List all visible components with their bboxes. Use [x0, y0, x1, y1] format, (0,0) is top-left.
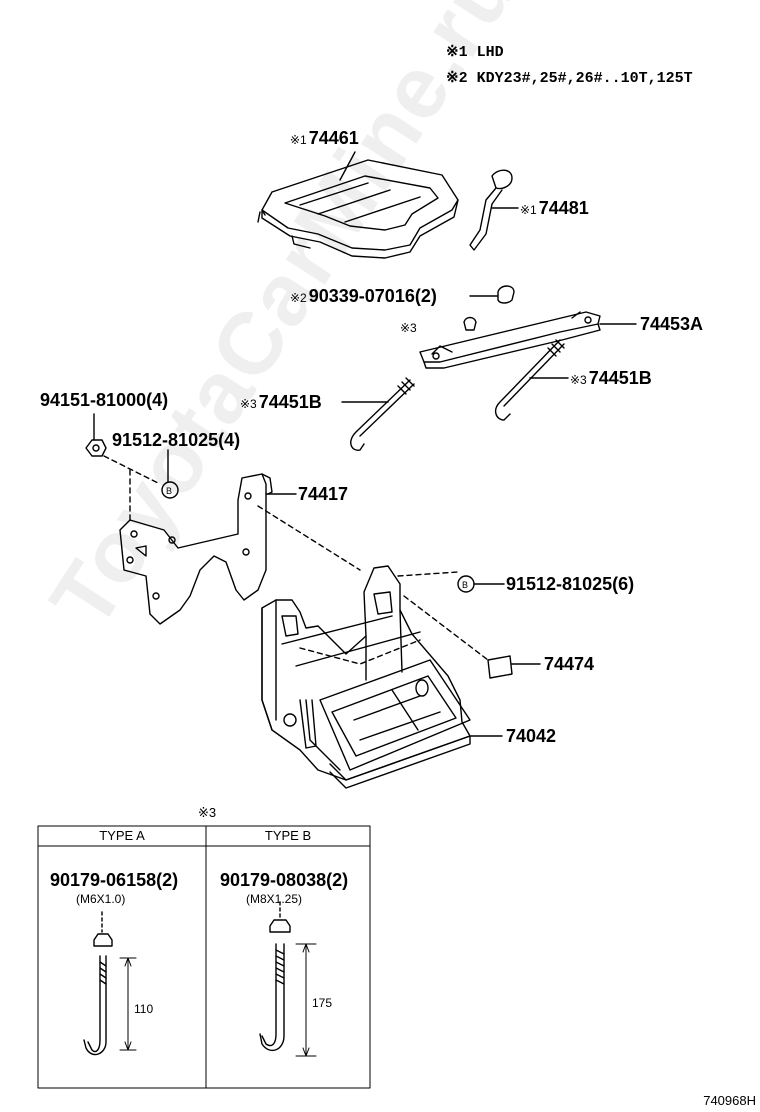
bolt-91512-6: B	[457, 575, 475, 593]
note-2: ※2 KDY23#,25#,26#..10T,125T	[446, 70, 693, 87]
callout-74042: 74042	[506, 726, 557, 746]
leader-74461	[339, 151, 356, 181]
nut-94151	[85, 439, 107, 457]
type-a-spec: (M6X1.0)	[76, 892, 126, 906]
type-a-length: 110	[134, 1002, 154, 1016]
dash-tray-to-bolt	[397, 571, 459, 577]
nut-small	[463, 316, 477, 331]
type-b-part-number: 90179-08038(2)	[220, 870, 349, 890]
callout-74417: 74417	[298, 484, 349, 504]
note-1: ※1 LHD	[446, 44, 504, 61]
bracket-74417	[119, 473, 273, 625]
dash-nut-to-bolt	[103, 455, 161, 485]
detail-box-mark: ※3	[198, 805, 217, 820]
callout-91512-6: 91512-81025(6)	[506, 574, 635, 594]
svg-text:B: B	[462, 580, 468, 590]
type-b-spec: (M8X1.25)	[246, 892, 303, 906]
type-b-header: TYPE B	[264, 828, 312, 843]
type-a-part-number: 90179-06158(2)	[50, 870, 179, 890]
callout-94151: 94151-81000(4)	[40, 390, 169, 410]
drawing-code: 740968H	[703, 1093, 756, 1108]
callout-74453a-mark: ※3	[400, 321, 417, 335]
dim-line-type-a	[119, 957, 137, 1051]
type-a-header: TYPE A	[99, 828, 145, 843]
pad-74474	[487, 655, 513, 679]
bolt-91512-4: B	[161, 481, 179, 499]
holder-rod-74481	[469, 169, 513, 251]
dash-tray-to-pad	[403, 595, 489, 661]
detail-box-frame	[37, 825, 371, 1089]
clamp-bar-74453a	[419, 311, 601, 369]
type-b-length: 175	[312, 996, 333, 1010]
callout-74474: 74474	[544, 654, 595, 674]
dash-tray-inner	[299, 639, 421, 665]
j-bolt-left-74451b	[350, 377, 415, 451]
j-bolt-right-74451b	[494, 339, 565, 421]
dim-line-type-b	[295, 943, 317, 1057]
callout-74453a: 74453A	[640, 314, 704, 334]
j-bolt-type-b	[259, 901, 291, 1052]
battery-cover-74461	[257, 159, 459, 259]
dash-bracket-to-tray	[257, 505, 361, 571]
legend-notes: ※1 LHD ※2 KDY23#,25#,26#..10T,125T	[446, 40, 693, 92]
battery-tray-74042	[261, 565, 471, 789]
svg-text:B: B	[166, 486, 172, 496]
j-bolt-type-a	[83, 911, 113, 1056]
cap-90339	[497, 285, 515, 304]
callout-91512-4: 91512-81025(4)	[112, 430, 241, 450]
